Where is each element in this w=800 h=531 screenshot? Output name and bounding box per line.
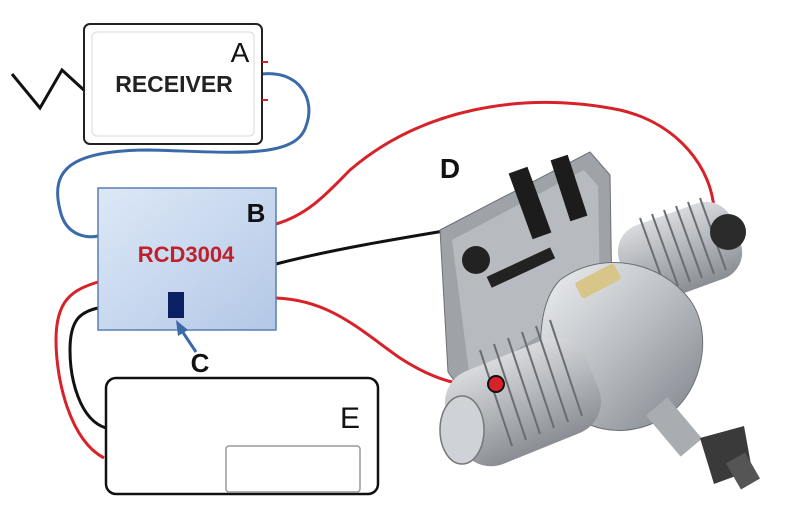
battery-letter-label: E [340,402,360,435]
receiver-box: A RECEIVER [83,23,268,145]
controller-box: B RCD3004 [97,187,277,331]
engine-cylinder-lower [439,319,602,467]
wire-black-battery-to-controller [68,306,107,430]
receiver-text: RECEIVER [115,71,233,97]
engine-image [439,151,761,490]
wire-black-controller-to-engine [275,228,451,266]
indicator-callout: C [176,320,210,378]
wire-blue-receiver-to-controller [56,72,311,239]
wire-red-controller-to-engine-top [275,101,716,226]
controller-letter-label: B [247,198,266,228]
status-led [168,292,184,318]
wire-red-battery-to-controller [54,280,105,460]
engine-letter-label: D [440,153,460,184]
receiver-letter-label: A [231,37,250,68]
indicator-letter-label: C [191,348,210,378]
controller-model-text: RCD3004 [138,242,235,267]
battery-box: E [104,376,380,496]
antenna [10,67,88,111]
